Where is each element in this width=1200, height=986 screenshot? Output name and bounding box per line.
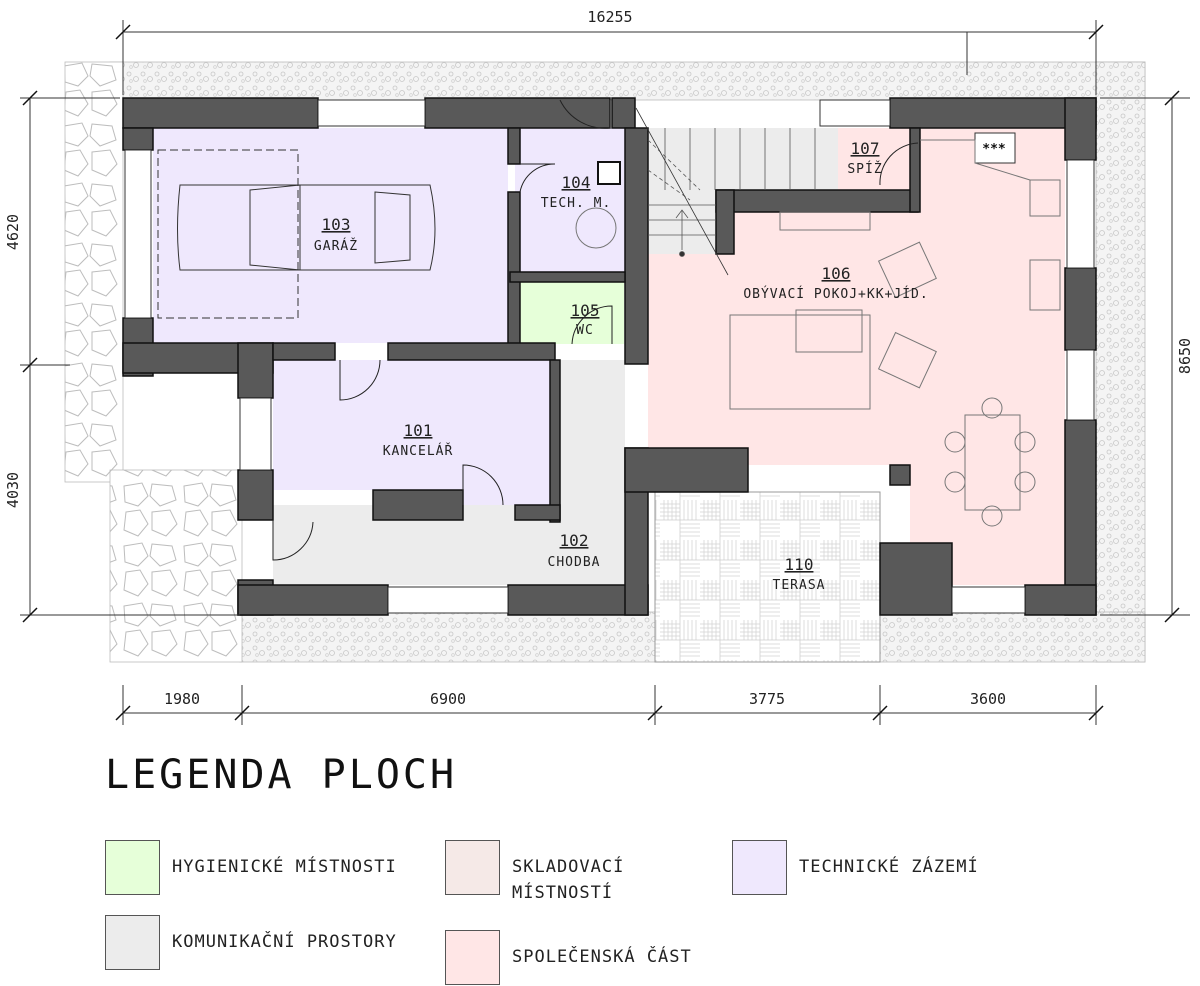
- gravel-right: [1095, 61, 1146, 663]
- staircase: [635, 107, 816, 276]
- fixture-mark: ***: [982, 142, 1006, 157]
- dimension-ticks: [22, 24, 1180, 721]
- stone-paving: [64, 61, 124, 483]
- room-105-name: WC: [576, 323, 594, 338]
- legend-swatch-hygiene: [105, 840, 160, 895]
- room-103-name: GARÁŽ: [314, 238, 358, 254]
- room-104-name: TECH. M.: [541, 196, 612, 211]
- room-110-number: 110: [785, 555, 814, 574]
- legend-item-communication: KOMUNIKAČNÍ PROSTORY: [105, 915, 402, 970]
- legend-label-social: SPOLEČENSKÁ ČÁST: [512, 947, 692, 967]
- room-106-name: OBÝVACÍ POKOJ+KK+JÍD.: [743, 286, 928, 302]
- room-110-name: TERASA: [773, 578, 826, 593]
- dim-right: 8650: [1176, 338, 1194, 374]
- room-102-name: CHODBA: [548, 555, 601, 570]
- room-107-number: 107: [851, 139, 880, 158]
- living-furniture: [575, 132, 1061, 527]
- floor-plan: 16255 4620 4030 8650 1980 6900 3775 3600…: [4, 8, 1194, 725]
- gravel-top: [109, 61, 1146, 101]
- windows: [124, 99, 1095, 614]
- doors: [272, 99, 919, 561]
- room-101-number: 101: [404, 421, 433, 440]
- legend-label-hygiene: HYGIENICKÉ MÍSTNOSTI: [172, 857, 397, 877]
- dim-bottom-1: 1980: [164, 690, 200, 708]
- dim-left-top: 4620: [4, 214, 22, 250]
- walls: [122, 97, 1097, 616]
- car: [157, 149, 436, 319]
- room-105-number: 105: [571, 301, 600, 320]
- legend-swatch-storage: [445, 840, 500, 895]
- room-103-number: 103: [322, 215, 351, 234]
- dim-bottom-4: 3600: [970, 690, 1006, 708]
- dim-bottom-2: 6900: [430, 690, 466, 708]
- dim-bottom-3: 3775: [749, 690, 785, 708]
- legend-swatch-social: [445, 930, 500, 985]
- room-104-fill: [515, 128, 625, 272]
- legend-swatch-communication: [105, 915, 160, 970]
- stone-paving-lower: [109, 469, 243, 663]
- legend-item-technical: TECHNICKÉ ZÁZEMÍ: [732, 840, 1029, 895]
- room-102-fill: [273, 360, 625, 585]
- legend-label-technical: TECHNICKÉ ZÁZEMÍ: [799, 857, 979, 877]
- dim-top-total: 16255: [587, 8, 632, 26]
- room-101-name: KANCELÁŘ: [383, 443, 454, 459]
- terrace-deck: [654, 491, 881, 663]
- stair-fill: [648, 128, 838, 190]
- room-102-number: 102: [560, 531, 589, 550]
- legend-item-hygiene: HYGIENICKÉ MÍSTNOSTI: [105, 840, 402, 895]
- legend-swatch-technical: [732, 840, 787, 895]
- room-105-fill: [520, 282, 624, 344]
- legend-label-communication: KOMUNIKAČNÍ PROSTORY: [172, 932, 397, 952]
- room-106-fill: [648, 128, 1065, 585]
- legend-item-storage: SKLADOVACÍ MÍSTNOSTÍ: [445, 840, 652, 906]
- legend-title: LEGENDA PLOCH: [105, 752, 458, 798]
- legend-item-social: SPOLEČENSKÁ ČÁST: [445, 930, 742, 985]
- room-104-number: 104: [562, 173, 591, 192]
- room-103-fill: [153, 128, 508, 343]
- dim-left-bottom: 4030: [4, 472, 22, 508]
- room-107-name: SPÍŽ: [847, 161, 882, 177]
- room-106-number: 106: [822, 264, 851, 283]
- legend-label-storage: SKLADOVACÍ MÍSTNOSTÍ: [512, 857, 625, 903]
